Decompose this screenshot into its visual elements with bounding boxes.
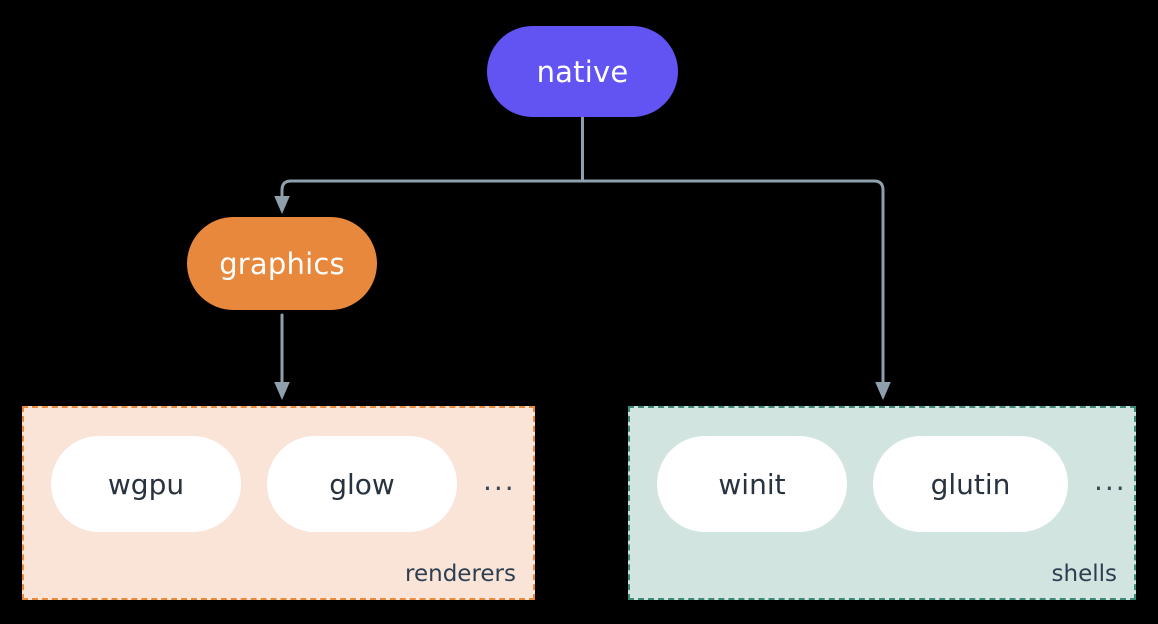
group-renderers[interactable]: wgpu glow ... renderers (22, 406, 535, 600)
node-native-label: native (536, 54, 629, 89)
edge-native-to-shells (581, 179, 891, 400)
edge-native-to-graphics (274, 179, 584, 214)
leaf-wgpu[interactable]: wgpu (51, 436, 241, 532)
leaf-winit[interactable]: winit (657, 436, 847, 532)
leaf-glow[interactable]: glow (267, 436, 457, 532)
leaf-glutin[interactable]: glutin (873, 436, 1068, 532)
node-native[interactable]: native (487, 26, 678, 117)
node-graphics[interactable]: graphics (187, 217, 377, 310)
leaf-winit-label: winit (718, 467, 786, 501)
shells-overflow-ellipsis: ... (1094, 464, 1127, 497)
group-shells[interactable]: winit glutin ... shells (628, 406, 1136, 600)
group-shells-items: winit glutin ... (657, 436, 1127, 532)
renderers-overflow-ellipsis: ... (483, 464, 516, 497)
group-shells-label: shells (1051, 561, 1117, 587)
group-renderers-label: renderers (405, 561, 516, 587)
group-renderers-items: wgpu glow ... (51, 436, 516, 532)
node-graphics-label: graphics (219, 246, 345, 281)
leaf-glow-label: glow (329, 467, 395, 501)
leaf-wgpu-label: wgpu (107, 467, 185, 501)
leaf-glutin-label: glutin (930, 467, 1011, 501)
